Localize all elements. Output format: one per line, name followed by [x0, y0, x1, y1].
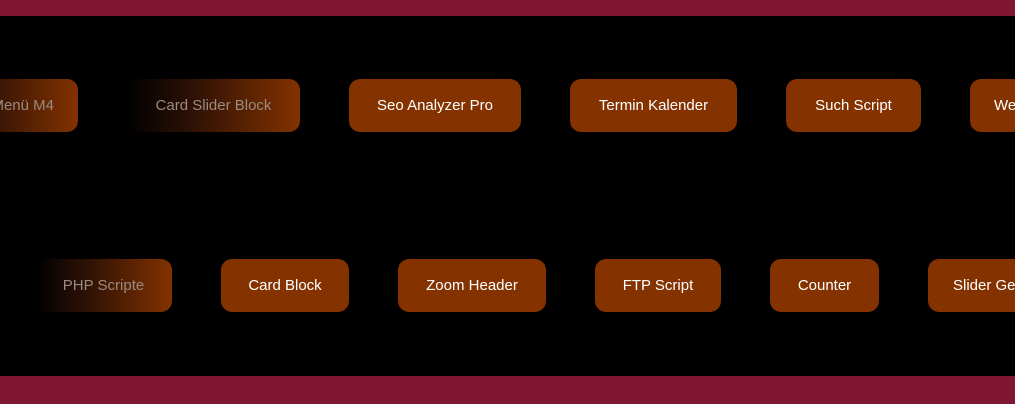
- script-ticker: Menü M4 Card Slider Block Seo Analyzer P…: [0, 16, 1015, 376]
- chip-termin-kalender[interactable]: Termin Kalender: [570, 79, 737, 132]
- chip-slider-generator[interactable]: Slider Generator: [928, 259, 1015, 312]
- ticker-row-top: Menü M4 Card Slider Block Seo Analyzer P…: [0, 78, 1015, 132]
- chip-such-script[interactable]: Such Script: [786, 79, 921, 132]
- bottom-band: [0, 376, 1015, 404]
- chip-seo-analyzer-pro[interactable]: Seo Analyzer Pro: [349, 79, 521, 132]
- chip-card-block[interactable]: Card Block: [221, 259, 349, 312]
- chip-ftp-script[interactable]: FTP Script: [595, 259, 721, 312]
- chip-card-slider-block[interactable]: Card Slider Block: [127, 79, 300, 132]
- chip-counter[interactable]: Counter: [770, 259, 879, 312]
- chip-php-scripte[interactable]: PHP Scripte: [35, 259, 172, 312]
- ticker-row-bottom: PHP Scripte Card Block Zoom Header FTP S…: [0, 258, 1015, 312]
- chip-zoom-header[interactable]: Zoom Header: [398, 259, 546, 312]
- chip-menu-m4[interactable]: Menü M4: [0, 79, 78, 132]
- chip-website[interactable]: Website: [970, 79, 1015, 132]
- top-band: [0, 0, 1015, 16]
